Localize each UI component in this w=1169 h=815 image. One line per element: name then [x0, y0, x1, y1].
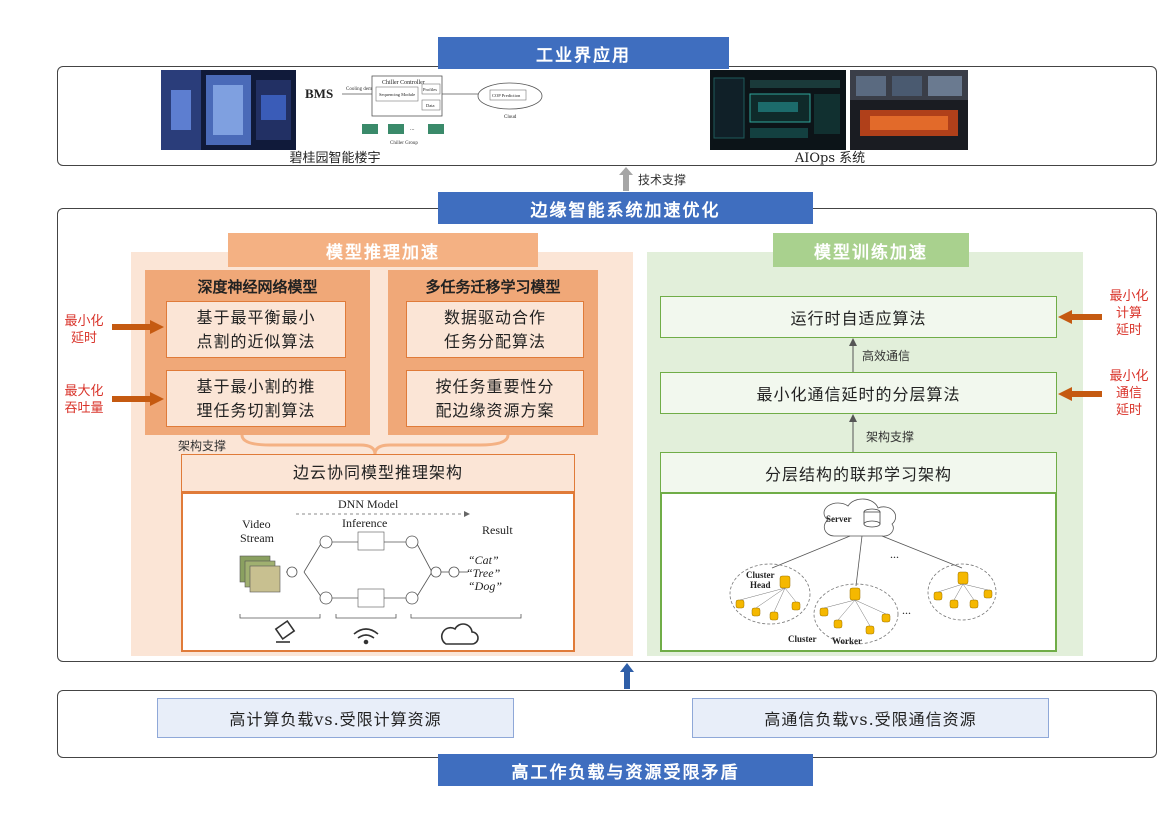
cluster-head-label-1: Cluster	[746, 570, 775, 580]
min-compute-latency-arrow	[1058, 310, 1102, 324]
bms-logo: BMS	[305, 86, 333, 101]
svg-text:...: ...	[890, 547, 899, 561]
video-label: Video	[242, 517, 271, 531]
sequencing-module-label: Sequencing Module	[379, 92, 415, 97]
efficient-comm-label: 高效通信	[862, 349, 911, 363]
cloud-icon	[440, 623, 479, 645]
cluster-head-label-2: Head	[750, 580, 771, 590]
dnn-inference-figure: DNN Model Inference Video Stream Result	[236, 494, 526, 650]
chiller-group-label: Chiller Group	[390, 141, 418, 146]
max-throughput-label: 最大化 吞吐量	[60, 383, 108, 417]
aiops-caption: AIOps 系统	[794, 151, 866, 166]
min-latency-label: 最小化 延时	[60, 313, 108, 347]
chiller-controller-label: Chiller Controller	[382, 80, 425, 86]
label-line: 计算	[1115, 306, 1142, 321]
label-line: 延时	[70, 331, 97, 346]
inference-title: 模型推理加速	[228, 233, 538, 267]
federated-figure: Server ... Cluster Head	[722, 496, 1000, 650]
output-tree: “Tree”	[466, 566, 501, 580]
min-cut-partition-box: 基于最小割的推 理任务切割算法	[166, 370, 346, 427]
min-comm-latency-label: 最小化 通信 延时	[1105, 368, 1153, 419]
label-line: 最小化	[1109, 369, 1149, 384]
server-label: Server	[826, 514, 851, 524]
label-line: 最小化	[64, 314, 104, 329]
federated-framework-box: 分层结构的联邦学习架构	[660, 452, 1057, 494]
training-arch-arrow	[849, 414, 857, 452]
label-line: 最小化	[1109, 289, 1149, 304]
data-label: Data	[426, 103, 435, 108]
label-line: 最大化	[64, 384, 104, 399]
profiles-label: Profiles	[423, 87, 437, 92]
label-line: 延时	[1115, 323, 1142, 338]
cooling-demand-label: Cooling demand	[346, 87, 380, 92]
training-title: 模型训练加速	[773, 233, 969, 267]
min-latency-arrow	[112, 320, 164, 334]
bgy-caption: 碧桂园智能楼宇	[289, 151, 381, 166]
svg-text:...: ...	[410, 126, 415, 132]
balanced-min-cut-box: 基于最平衡最小 点割的近似算法	[166, 301, 346, 358]
cloud-label: Cloud	[504, 115, 517, 120]
bottom-title: 高工作负载与资源受限矛盾	[438, 754, 813, 786]
inference-label: Inference	[342, 516, 387, 530]
min-compute-latency-label: 最小化 计算 延时	[1105, 288, 1153, 339]
data-driven-allocation-box: 数据驱动合作 任务分配算法	[406, 301, 584, 358]
output-cat: “Cat”	[468, 553, 499, 567]
inference-arch-support-label: 架构支撑	[178, 439, 227, 453]
box-line: 数据驱动合作	[443, 307, 546, 327]
dnn-title: 深度神经网络模型	[197, 278, 318, 296]
min-comm-latency-arrow	[1058, 387, 1102, 401]
box-line: 基于最小割的推	[196, 376, 316, 396]
box-line: 任务分配算法	[443, 331, 546, 351]
cop-prediction-label: COP Prediction	[492, 93, 521, 98]
worker-label: Worker	[832, 636, 862, 646]
arch-support-brace	[240, 434, 510, 455]
edge-cloud-framework-box: 边云协同模型推理架构	[181, 454, 575, 492]
max-throughput-arrow	[112, 392, 164, 406]
efficient-comm-arrow	[849, 338, 857, 372]
comm-conflict-box: 高通信负载vs.受限通信资源	[692, 698, 1049, 738]
aiops-server-room-photo	[850, 70, 968, 150]
cluster-label: Cluster	[788, 634, 817, 644]
wifi-icon	[353, 628, 379, 645]
tech-support-arrow	[619, 167, 633, 191]
result-label: Result	[482, 523, 513, 537]
box-line: 点割的近似算法	[196, 331, 316, 351]
output-dog: “Dog”	[468, 579, 502, 593]
dnn-model-label: DNN Model	[338, 497, 399, 511]
bottom-up-arrow	[620, 663, 634, 689]
compute-conflict-box: 高计算负载vs.受限计算资源	[157, 698, 514, 738]
camera-icon	[274, 619, 296, 643]
box-line: 按任务重要性分	[435, 376, 555, 396]
box-line: 配边缘资源方案	[435, 400, 555, 420]
bms-diagram: BMS Cooling demand Chiller Controller Se…	[300, 70, 550, 150]
box-line: 基于最平衡最小	[196, 307, 316, 327]
svg-text:...: ...	[902, 603, 911, 617]
label-line: 通信	[1115, 386, 1142, 401]
industry-title: 工业界应用	[438, 37, 729, 69]
label-line: 吞吐量	[64, 401, 104, 416]
tech-support-label: 技术支撑	[638, 173, 687, 187]
edge-title: 边缘智能系统加速优化	[438, 192, 813, 224]
aiops-dashboard-photo	[710, 70, 846, 150]
layered-algorithm-box: 最小化通信延时的分层算法	[660, 372, 1057, 414]
video-frames	[239, 555, 281, 593]
mtl-title: 多任务迁移学习模型	[425, 278, 561, 296]
stream-label: Stream	[240, 531, 275, 545]
box-line: 理任务切割算法	[196, 400, 316, 420]
smart-building-photo	[161, 70, 296, 150]
importance-allocation-box: 按任务重要性分 配边缘资源方案	[406, 370, 584, 427]
training-arch-support-label: 架构支撑	[866, 430, 915, 444]
runtime-adaptive-box: 运行时自适应算法	[660, 296, 1057, 338]
label-line: 延时	[1115, 403, 1142, 418]
